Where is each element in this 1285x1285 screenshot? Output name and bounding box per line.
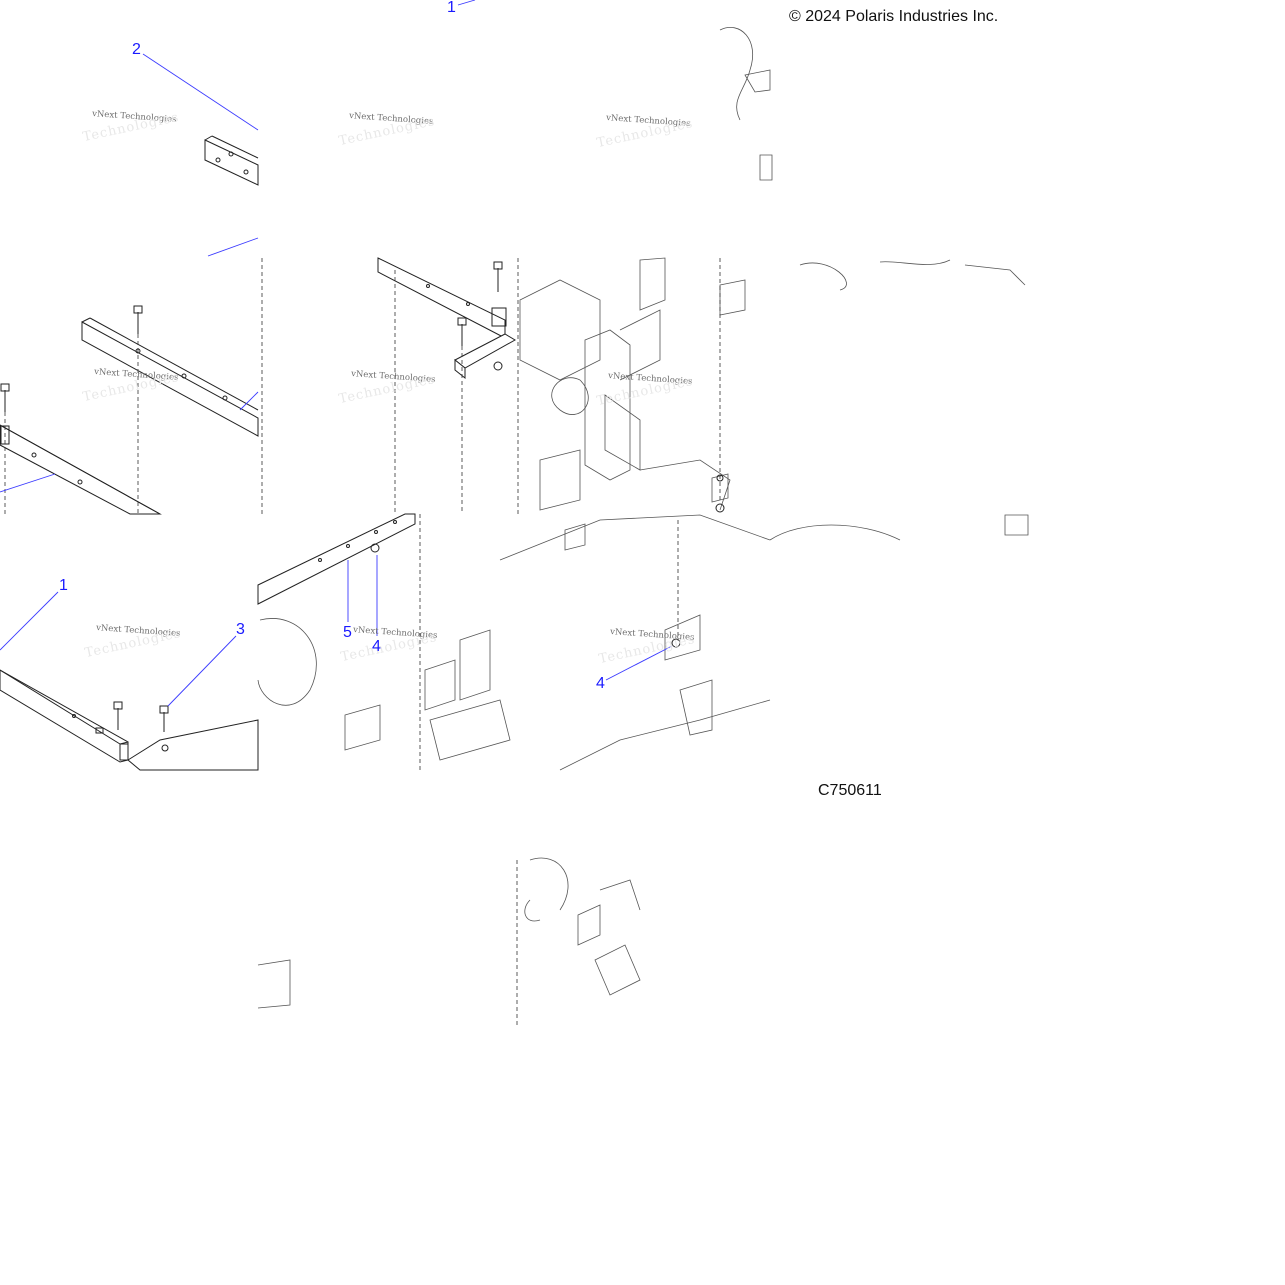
callout-number: 4 [596,675,605,692]
center-rail [257,513,416,605]
callout-number: 2 [132,41,141,58]
leader-lines [0,0,673,707]
callout-number: 5 [343,624,352,641]
left-rail-upper [81,317,259,437]
centerlines [4,258,721,1028]
copyright-text: © 2024 Polaris Industries Inc. [789,8,999,25]
top-rail-fragment [204,135,259,186]
center-top-rail [377,257,516,380]
bolts-left [0,305,143,412]
bottom-left-rail [0,669,259,771]
callout-number: 3 [236,621,245,638]
nuts [370,474,725,648]
left-rail-lower [0,424,162,515]
callout-number: 1 [59,577,68,594]
callout-number: 4 [372,638,381,655]
figure-id: C750611 [818,782,882,799]
callout-number: 1 [447,0,456,16]
frame-sketch [257,27,1029,1009]
